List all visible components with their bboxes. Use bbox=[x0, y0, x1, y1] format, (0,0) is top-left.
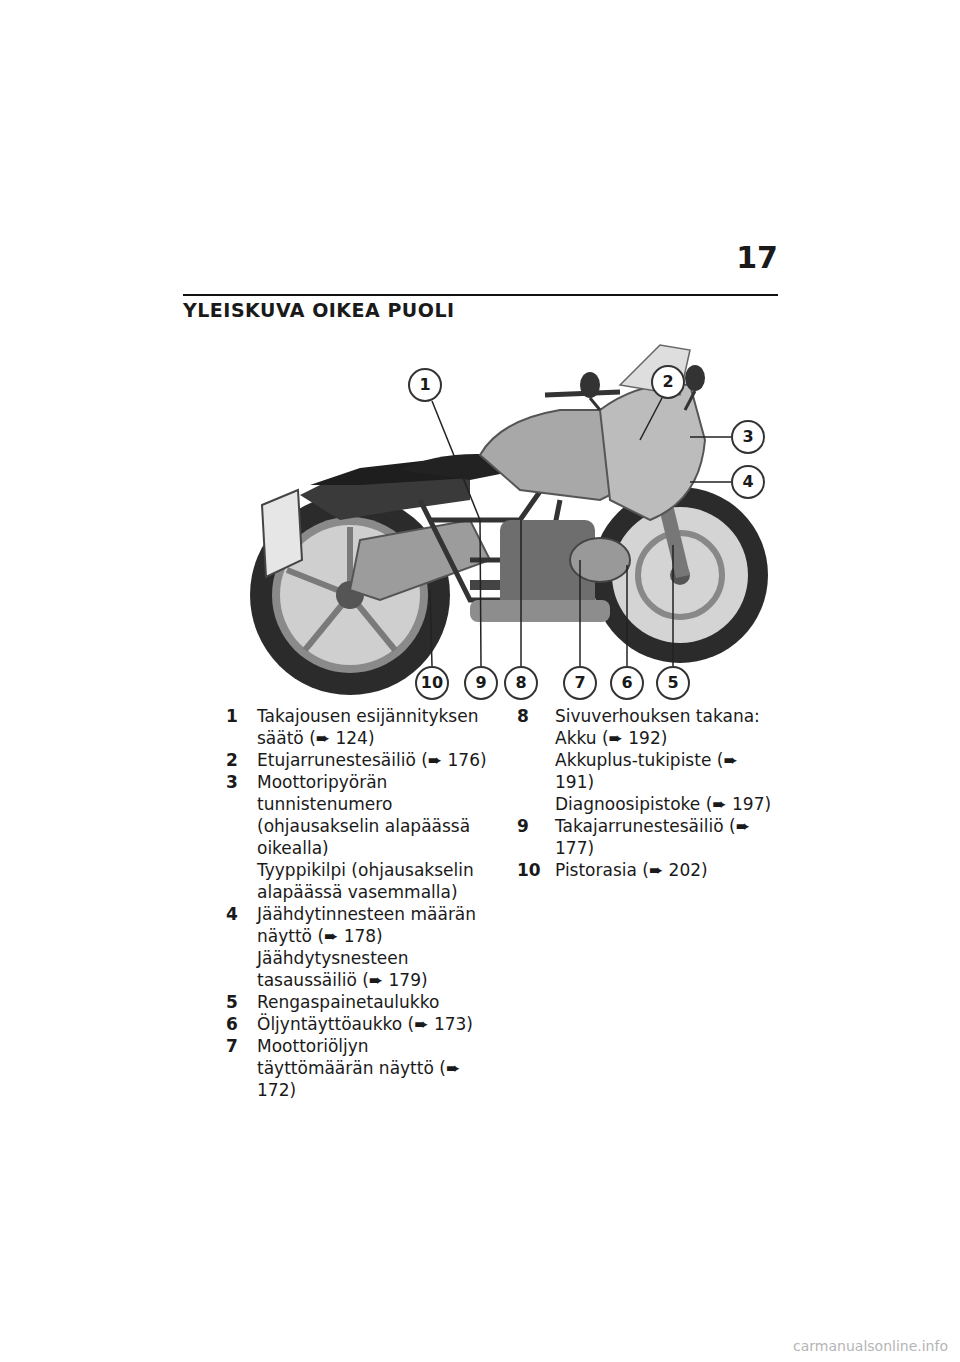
item-text: Akku (➨ 192) bbox=[555, 727, 780, 749]
callout-circle: 9 bbox=[464, 666, 498, 700]
callout-circle: 5 bbox=[656, 666, 690, 700]
callout-number: 9 bbox=[475, 675, 486, 691]
callout-circle: 2 bbox=[651, 365, 685, 399]
page-title: YLEISKUVA OIKEA PUOLI bbox=[183, 299, 455, 321]
header-rule bbox=[183, 294, 778, 296]
item-number: 2 bbox=[226, 749, 238, 771]
callout-number: 5 bbox=[667, 675, 678, 691]
callout-number: 6 bbox=[621, 675, 632, 691]
leader-lines bbox=[430, 398, 731, 666]
item-text: Jäähdytysnesteen tasaussäiliö (➨ 179) bbox=[257, 947, 489, 991]
callout-number: 3 bbox=[742, 429, 753, 445]
callout-number: 8 bbox=[515, 675, 526, 691]
callout-circle: 6 bbox=[610, 666, 644, 700]
callout-circle: 8 bbox=[504, 666, 538, 700]
item-number: 9 bbox=[517, 815, 529, 837]
item-number: 8 bbox=[517, 705, 529, 727]
item-number: 3 bbox=[226, 771, 238, 793]
item-text: Akkuplus-tukipiste (➨ 191) bbox=[555, 749, 780, 793]
callout-number: 1 bbox=[419, 377, 430, 393]
item-text: Jäähdytinnesteen määrän näyttö (➨ 178) bbox=[257, 903, 489, 947]
callout-circle: 7 bbox=[563, 666, 597, 700]
page-number: 17 bbox=[700, 240, 778, 275]
item-text: Takajarrunestesäiliö (➨ 177) bbox=[555, 815, 780, 859]
item-text: Moottoripyörän tunnistenumero (ohjausaks… bbox=[257, 771, 489, 859]
item-text: Moottoriöljyn täyttömäärän näyttö (➨ 172… bbox=[257, 1035, 489, 1101]
item-text: Öljyntäyttöaukko (➨ 173) bbox=[257, 1013, 489, 1035]
item-text: Pistorasia (➨ 202) bbox=[555, 859, 780, 881]
motorcycle bbox=[250, 345, 768, 695]
callout-number: 4 bbox=[742, 474, 753, 490]
item-number: 6 bbox=[226, 1013, 238, 1035]
callout-number: 10 bbox=[421, 675, 443, 691]
item-number: 5 bbox=[226, 991, 238, 1013]
item-number: 7 bbox=[226, 1035, 238, 1057]
item-text: Diagnoosipistoke (➨ 197) bbox=[555, 793, 780, 815]
item-text: Tyyppikilpi (ohjausakselin alapäässä vas… bbox=[257, 859, 489, 903]
callout-circle: 3 bbox=[731, 420, 765, 454]
callout-number: 7 bbox=[574, 675, 585, 691]
item-number: 4 bbox=[226, 903, 238, 925]
item-text: Etujarrunestesäiliö (➨ 176) bbox=[257, 749, 489, 771]
item-text: Takajousen esijännityksen säätö (➨ 124) bbox=[257, 705, 489, 749]
watermark: carmanualsonline.info bbox=[793, 1338, 948, 1354]
item-number: 10 bbox=[517, 859, 541, 881]
callout-circle: 4 bbox=[731, 465, 765, 499]
callout-number: 2 bbox=[662, 374, 673, 390]
callout-circle: 10 bbox=[415, 666, 449, 700]
item-text: Sivuverhouksen takana: bbox=[555, 705, 780, 727]
item-number: 1 bbox=[226, 705, 238, 727]
item-text: Rengaspainetaulukko bbox=[257, 991, 489, 1013]
callout-circle: 1 bbox=[408, 368, 442, 402]
